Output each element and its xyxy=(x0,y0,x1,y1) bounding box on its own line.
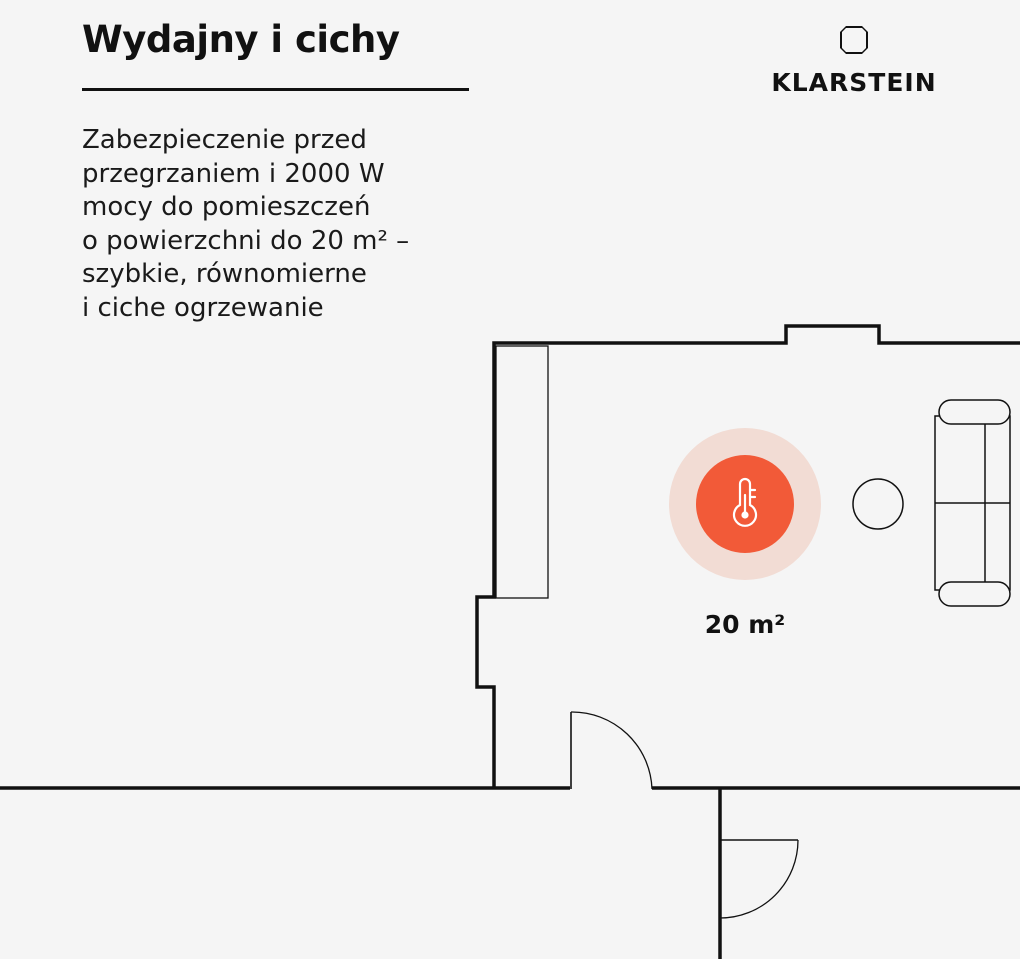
room-door xyxy=(570,711,653,790)
description-line: przegrzaniem i 2000 W xyxy=(82,158,385,189)
description-line: szybkie, równomierne xyxy=(82,259,367,289)
room-wall xyxy=(475,324,1020,788)
sofa xyxy=(934,399,1011,607)
headline-divider xyxy=(82,88,469,91)
description-line: i ciche ogrzewanie xyxy=(82,292,324,323)
headline: Wydajny i cichy xyxy=(82,18,400,61)
description-line: o powierzchni do 20 m² – xyxy=(82,225,410,256)
area-label: 20 m² xyxy=(704,610,786,639)
round-table xyxy=(852,478,904,530)
corridor-door xyxy=(719,839,799,919)
thermometer-icon xyxy=(732,477,758,527)
brand-logo: KLARSTEIN xyxy=(756,18,952,97)
klarstein-diamond-logo-icon xyxy=(832,18,876,62)
description-line: Zabezpieczenie przed xyxy=(82,125,367,155)
description-line: mocy do pomieszczeń xyxy=(82,192,371,222)
feature-description: Zabezpieczenie przed przegrzaniem i 2000… xyxy=(82,124,502,325)
cabinet xyxy=(495,345,549,599)
brand-name: KLARSTEIN xyxy=(771,68,937,97)
